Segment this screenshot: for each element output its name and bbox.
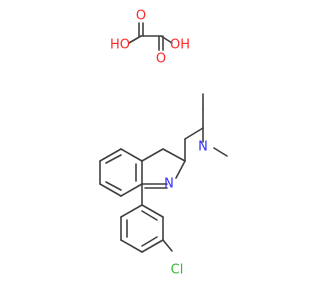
label-n-ring: N: [164, 177, 174, 192]
bond-aryl-cl: [162, 239, 173, 252]
bond-aryl-1: [120, 204, 143, 218]
bond-aryl-inner-2: [141, 236, 158, 247]
structure-canvas: HO OH O O: [99, 8, 228, 278]
bond-n-methyl-right: [213, 147, 228, 157]
label-n-amine: N: [198, 140, 208, 155]
bond-benzene-5: [99, 148, 122, 162]
bond-ring-c4-c3: [162, 148, 186, 162]
bond-aryl-3: [120, 239, 143, 253]
bond-benzene-inner-2: [105, 181, 122, 191]
bond-ring-c4a-c4: [141, 148, 164, 162]
bond-aryl-6: [141, 204, 164, 218]
oxalic-acid: HO OH O O: [110, 9, 190, 67]
main-molecule: N N Cl: [99, 93, 228, 278]
label-oh: OH: [170, 38, 190, 53]
bond-aryl-inner-3: [141, 210, 158, 221]
bond-side-2: [184, 127, 204, 140]
bond-benzene-3: [99, 183, 122, 197]
bond-benzene-2: [120, 183, 143, 197]
bond-ring-c3-n: [175, 160, 186, 179]
bond-benzene-6: [120, 148, 143, 162]
label-o-bottom: O: [156, 52, 166, 67]
label-ho: HO: [110, 38, 130, 53]
bond-benzene-inner-1: [105, 154, 122, 164]
structure-diagram: HO OH O O: [99, 9, 228, 278]
label-cl: Cl: [171, 263, 184, 278]
bond-aryl-4: [141, 239, 164, 253]
label-o-top: O: [136, 9, 146, 24]
bond-oxalic-ho-c1: [128, 35, 142, 44]
